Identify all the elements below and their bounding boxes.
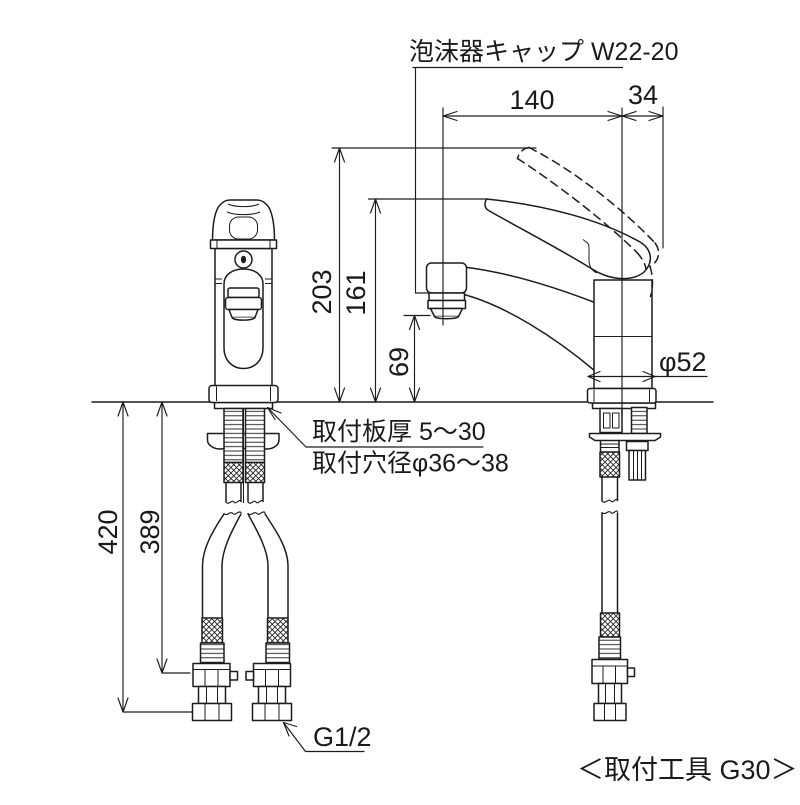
dim-phi52-label: φ52 xyxy=(659,347,707,377)
dim-140-34 xyxy=(442,106,664,419)
dim-203 xyxy=(331,147,537,403)
dim-69-label: 69 xyxy=(384,347,414,377)
front-flange-nuts xyxy=(192,662,292,688)
plate-thickness-label: 取付板厚 5〜30 xyxy=(312,418,486,446)
side-spout-tip xyxy=(425,262,468,320)
front-washer xyxy=(213,401,274,410)
dim-389 xyxy=(156,401,191,674)
faucet-front-view xyxy=(191,199,293,722)
faucet-side-view xyxy=(425,146,662,722)
mounting-note-leader xyxy=(266,406,484,448)
front-hose-fittings xyxy=(199,642,291,664)
front-g12-hex-nuts xyxy=(191,702,293,722)
tool-note-label: ＜取付工具 G30＞ xyxy=(577,755,798,785)
aerator-cap-leader xyxy=(412,66,624,294)
dim-420 xyxy=(117,401,193,713)
dim-420-label: 420 xyxy=(93,509,123,554)
side-shank-bracket xyxy=(599,407,623,434)
front-braided-hose-upper xyxy=(223,461,266,484)
dim-34-label: 34 xyxy=(628,80,658,110)
side-supply-assembly xyxy=(588,402,662,722)
front-aerator xyxy=(224,287,263,321)
dim-69 xyxy=(403,314,431,403)
side-hose xyxy=(591,439,636,722)
front-threaded-shanks xyxy=(223,407,266,464)
dimension-lines xyxy=(117,66,708,753)
dim-161 xyxy=(367,198,488,403)
dim-140-label: 140 xyxy=(509,85,554,115)
front-connector-cylinders xyxy=(197,685,287,705)
front-braided-hose-lower xyxy=(201,617,289,644)
thread-size-label: G1/2 xyxy=(313,722,372,752)
labels: 泡沫器キャップ W22-20 140 34 203 161 69 φ52 420… xyxy=(93,38,798,785)
dim-203-label: 203 xyxy=(307,269,337,314)
g12-leader xyxy=(282,721,365,753)
side-body xyxy=(586,279,657,404)
side-aerator xyxy=(427,292,467,320)
side-handle xyxy=(484,198,652,281)
side-fluted-fitting xyxy=(625,440,649,481)
side-mounting-plate xyxy=(588,432,662,442)
front-handle xyxy=(209,199,278,250)
hole-diameter-label: 取付穴径φ36〜38 xyxy=(312,450,509,478)
front-hoses-lower xyxy=(201,513,289,619)
side-handle-raised-dashed xyxy=(516,146,660,298)
side-threaded-rod xyxy=(630,406,648,435)
side-spout xyxy=(461,266,597,372)
front-spout xyxy=(223,268,264,370)
front-emblem xyxy=(234,250,253,269)
front-hose-break xyxy=(223,481,266,516)
emblem-dot-icon xyxy=(240,255,247,264)
dim-389-label: 389 xyxy=(135,509,165,554)
front-supply-assembly xyxy=(191,401,293,722)
dim-phi52 xyxy=(587,370,708,383)
dim-161-label: 161 xyxy=(341,270,371,315)
aerator-cap-label: 泡沫器キャップ W22-20 xyxy=(409,38,678,66)
